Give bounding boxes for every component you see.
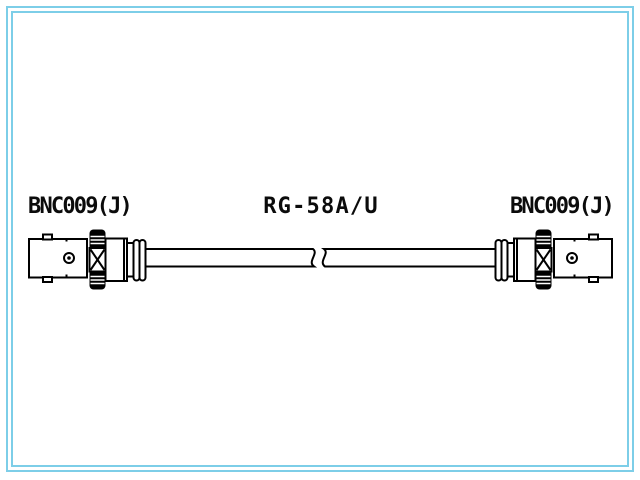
cable-type-label: RG-58A/U: [263, 194, 379, 219]
cable-drawing: [139, 248, 502, 268]
left-connector-label: BNC009(J): [28, 194, 133, 219]
cable-left-segment: [139, 248, 318, 268]
cable-right-segment: [321, 248, 502, 268]
bnc-connector-left-drawing: [28, 229, 147, 290]
right-connector-label: BNC009(J): [509, 194, 615, 219]
bnc-connector-right-drawing: [494, 228, 613, 291]
